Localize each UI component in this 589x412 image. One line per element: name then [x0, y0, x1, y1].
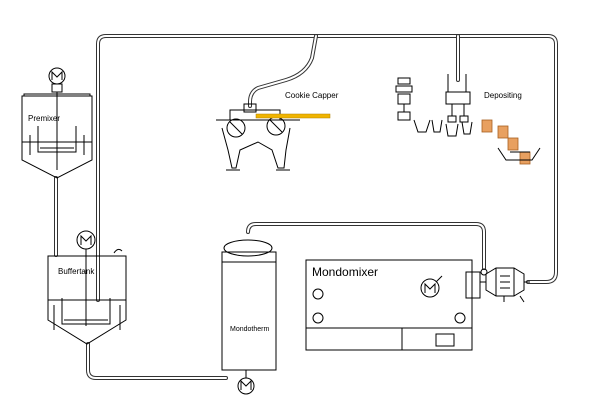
deposit-output-tray	[497, 147, 541, 161]
depositing-head-active	[445, 74, 471, 123]
deposit-cups-empty	[413, 119, 473, 137]
depositing-label: Depositing	[484, 91, 522, 100]
buffertank: Buffertank	[47, 230, 127, 345]
mondomixer-label: Mondomixer	[312, 265, 378, 279]
mondotherm-label: Mondotherm	[230, 326, 269, 333]
capper-roller-left	[226, 118, 246, 138]
premixer-tank: Premixer	[21, 67, 93, 179]
cookie-capper-label: Cookie Capper	[285, 91, 339, 100]
cookie-capper-machine: Cookie Capper	[216, 91, 339, 171]
depositing-station: Depositing	[395, 74, 541, 165]
mixing-head	[465, 267, 530, 303]
pipe-network	[54, 34, 558, 380]
mondotherm-unit: Mondotherm	[221, 239, 277, 395]
pipe-mondotherm-to-mondomixer	[246, 222, 486, 270]
pipe-top-loop	[96, 34, 558, 302]
premixer-label: Premixer	[28, 114, 60, 123]
cookie-conveyor-bar	[255, 113, 331, 119]
pipe-capper-feed	[248, 34, 318, 108]
pump-icon	[237, 370, 255, 395]
heat-exchanger-icon	[420, 275, 443, 298]
mondomixer-unit: Mondomixer	[305, 259, 530, 351]
deposit-cups-filled	[481, 119, 531, 165]
pipe-buffertank-to-mondotherm	[86, 342, 228, 380]
depositing-nozzle-idle	[395, 77, 413, 121]
motor-icon	[48, 67, 66, 85]
buffertank-label: Buffertank	[58, 267, 95, 276]
motor-icon	[76, 230, 96, 250]
